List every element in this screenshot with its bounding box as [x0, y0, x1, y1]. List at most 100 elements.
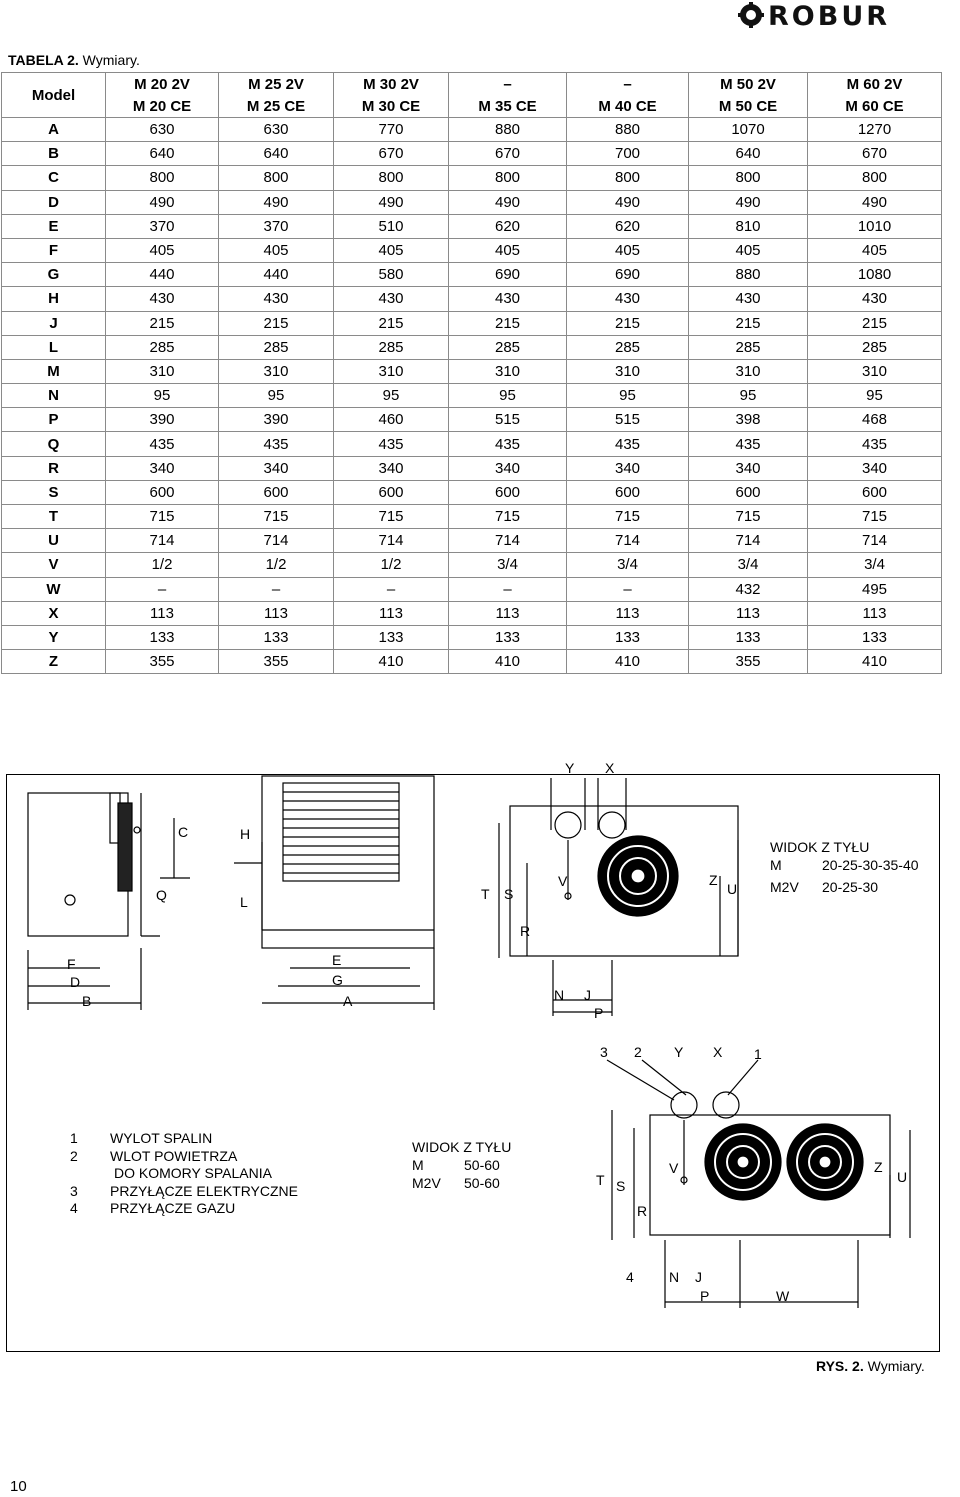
fan-grille-icon	[704, 1123, 782, 1201]
callout-3: 3	[600, 1044, 608, 1060]
row-label: B	[1, 141, 106, 167]
figure-caption-title: Wymiary.	[867, 1358, 925, 1374]
table-cell: 285	[807, 334, 942, 360]
table-cell: 432	[688, 576, 808, 602]
table-cell: 430	[333, 286, 449, 312]
robur-logo: ROBUR	[738, 2, 887, 28]
table-cell: 215	[333, 310, 449, 336]
row-label: Q	[1, 431, 106, 457]
table-cell: 133	[688, 624, 808, 651]
model-header: Model	[1, 72, 106, 118]
view-note-top-value-1: 20-25-30-35-40	[822, 857, 919, 873]
model-column-top: M 60 2V	[807, 72, 942, 95]
table-cell: 3/4	[807, 552, 942, 578]
table-cell: –	[218, 576, 334, 602]
table-cell: 340	[566, 455, 689, 481]
view-note-bottom-value-1: 50-60	[464, 1157, 500, 1173]
row-label: J	[1, 310, 106, 336]
table-cell: 800	[218, 165, 334, 191]
table-cell: –	[333, 576, 449, 602]
table-cell: 113	[688, 600, 808, 626]
dim-label-u-bottom: U	[897, 1169, 907, 1185]
table-cell: 410	[448, 649, 567, 675]
table-cell: 95	[688, 383, 808, 409]
table-cell: 3/4	[448, 552, 567, 578]
table-cell: 510	[333, 213, 449, 239]
table-cell: 1010	[807, 213, 942, 239]
dim-label-r-bottom: R	[637, 1203, 647, 1219]
table-cell: 370	[105, 213, 219, 239]
table-caption-label: TABELA 2.	[8, 52, 79, 68]
fan-grille-icon	[786, 1123, 864, 1201]
model-column-top: M 20 2V	[105, 72, 219, 95]
legend-text-3: PRZYŁĄCZE ELEKTRYCZNE	[110, 1182, 299, 1199]
table-cell: 95	[566, 383, 689, 409]
row-label: P	[1, 407, 106, 433]
table-cell: 390	[105, 407, 219, 433]
dim-label-z-bottom: Z	[874, 1159, 883, 1175]
table-cell: 490	[448, 189, 567, 215]
dim-label-y-bottom: Y	[674, 1044, 684, 1060]
table-cell: 435	[566, 431, 689, 457]
model-column-top: M 25 2V	[218, 72, 334, 95]
table-caption: TABELA 2. Wymiary.	[8, 52, 140, 68]
model-column-bottom: M 35 CE	[448, 95, 567, 118]
table-cell: 340	[218, 455, 334, 481]
legend-text-2: WLOT POWIETRZA	[110, 1147, 238, 1164]
table-cell: 800	[105, 165, 219, 191]
table-cell: 340	[807, 455, 942, 481]
view-note-top-label-2: M2V	[770, 879, 799, 895]
dim-label-s-bottom: S	[616, 1178, 625, 1194]
table-cell: 435	[688, 431, 808, 457]
dim-label-e: E	[332, 952, 341, 968]
legend-num-2: 2	[70, 1147, 78, 1164]
dim-label-c: C	[178, 824, 188, 840]
table-cell: 340	[448, 455, 567, 481]
legend-num-3: 3	[70, 1182, 78, 1199]
table-cell: 700	[566, 141, 689, 167]
table-cell: 630	[218, 116, 334, 143]
dim-label-t-top: T	[481, 886, 490, 902]
table-cell: 1270	[807, 116, 942, 143]
model-column-bottom: M 40 CE	[566, 95, 689, 118]
view-note-bottom-label-1: M	[412, 1157, 424, 1173]
view-note-bottom-value-2: 50-60	[464, 1175, 500, 1191]
table-cell: 1/2	[105, 552, 219, 578]
dim-label-n-top: N	[554, 987, 564, 1003]
dim-label-a: A	[343, 993, 353, 1009]
table-cell: 515	[448, 407, 567, 433]
table-cell: 355	[105, 649, 219, 675]
legend-num-4: 4	[70, 1200, 78, 1216]
table-cell: 3/4	[566, 552, 689, 578]
table-cell: –	[448, 576, 567, 602]
table-cell: 670	[807, 141, 942, 167]
table-cell: 1080	[807, 262, 942, 288]
table-cell: 490	[688, 189, 808, 215]
row-label: W	[1, 576, 106, 602]
rear-view-unit-top	[509, 778, 739, 957]
dimension-drawing: C H Q L F D B E G A Y X T S V R Z U N J …	[27, 760, 911, 1308]
table-cell: 113	[218, 600, 334, 626]
dim-label-j-top: J	[584, 987, 591, 1003]
table-cell: 490	[105, 189, 219, 215]
table-cell: 670	[448, 141, 567, 167]
table-cell: 285	[448, 334, 567, 360]
table-cell: 490	[333, 189, 449, 215]
dim-label-v-top: V	[558, 873, 568, 889]
dimension-drawing-frame	[6, 774, 940, 1352]
view-note-bottom-title: WIDOK Z TYŁU	[412, 1139, 512, 1155]
model-column-top: M 30 2V	[333, 72, 449, 95]
table-cell: 430	[448, 286, 567, 312]
view-note-top-title: WIDOK Z TYŁU	[770, 839, 870, 855]
dim-label-u-top: U	[727, 881, 737, 897]
